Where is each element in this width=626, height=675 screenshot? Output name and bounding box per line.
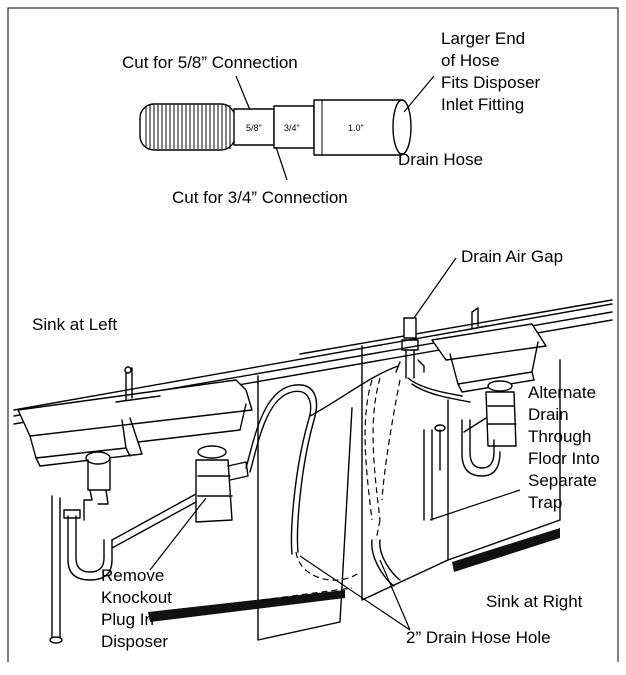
svg-text:Remove: Remove (101, 566, 164, 585)
svg-text:Alternate: Alternate (528, 383, 596, 402)
hose-hole-label: 2” Drain Hose Hole (406, 628, 551, 647)
cabinet-right (361, 345, 561, 601)
svg-text:Plug In: Plug In (101, 610, 154, 629)
drain-hose-label: Drain Hose (398, 150, 483, 169)
sink-left (17, 366, 253, 467)
hose-marking-58: 5/8" (246, 123, 262, 133)
svg-text:Separate: Separate (528, 471, 597, 490)
left-drain-hose (245, 384, 318, 553)
leader-hose-hole (299, 555, 411, 631)
disposer-right (423, 380, 517, 521)
larger-end-label-3: Fits Disposer (441, 73, 541, 92)
hose-section-10 (313, 99, 403, 156)
larger-end-label-2: of Hose (441, 51, 500, 70)
hose-section-58 (233, 108, 275, 146)
hose-large-end (392, 99, 412, 155)
drain-air-gap (381, 317, 471, 501)
hose-marking-34: 3/4" (284, 123, 300, 133)
shadow-right (452, 528, 560, 572)
svg-text:Disposer: Disposer (101, 632, 168, 651)
alternate-drain-label: Alternate Drain Through Floor Into Separ… (528, 383, 600, 512)
cut-34-label: Cut for 3/4” Connection (172, 188, 348, 207)
svg-text:Floor Into: Floor Into (528, 449, 600, 468)
drain-air-gap-label: Drain Air Gap (461, 247, 563, 266)
sink-left-label: Sink at Left (32, 315, 117, 334)
larger-end-label-4: Inlet Fitting (441, 95, 524, 114)
disposer-left (195, 445, 249, 523)
knockout-label: Remove Knockout Plug In Disposer (101, 566, 172, 651)
leader-air-gap (413, 257, 457, 319)
svg-text:Trap: Trap (528, 493, 562, 512)
hose-hole-hose (371, 539, 401, 587)
sink-right (431, 307, 547, 393)
drain-hose-illustration: 5/8" 3/4" 1.0" (139, 75, 435, 181)
svg-text:Knockout: Knockout (101, 588, 172, 607)
cut-58-label: Cut for 5/8” Connection (122, 53, 298, 72)
leader-alternate (429, 489, 521, 521)
cabinet-left (257, 375, 353, 641)
hose-marking-10: 1.0" (348, 123, 364, 133)
svg-text:Drain: Drain (528, 405, 569, 424)
hose-section-34 (273, 105, 315, 149)
hose-corrugated-section (139, 103, 236, 151)
larger-end-label-1: Larger End (441, 29, 525, 48)
leader-knockout (149, 497, 207, 571)
sink-right-label: Sink at Right (486, 592, 583, 611)
left-trap (49, 451, 197, 644)
svg-text:Through: Through (528, 427, 591, 446)
shadow-left (148, 590, 345, 622)
installation-drawing (13, 299, 613, 644)
diagram-frame (7, 7, 619, 662)
